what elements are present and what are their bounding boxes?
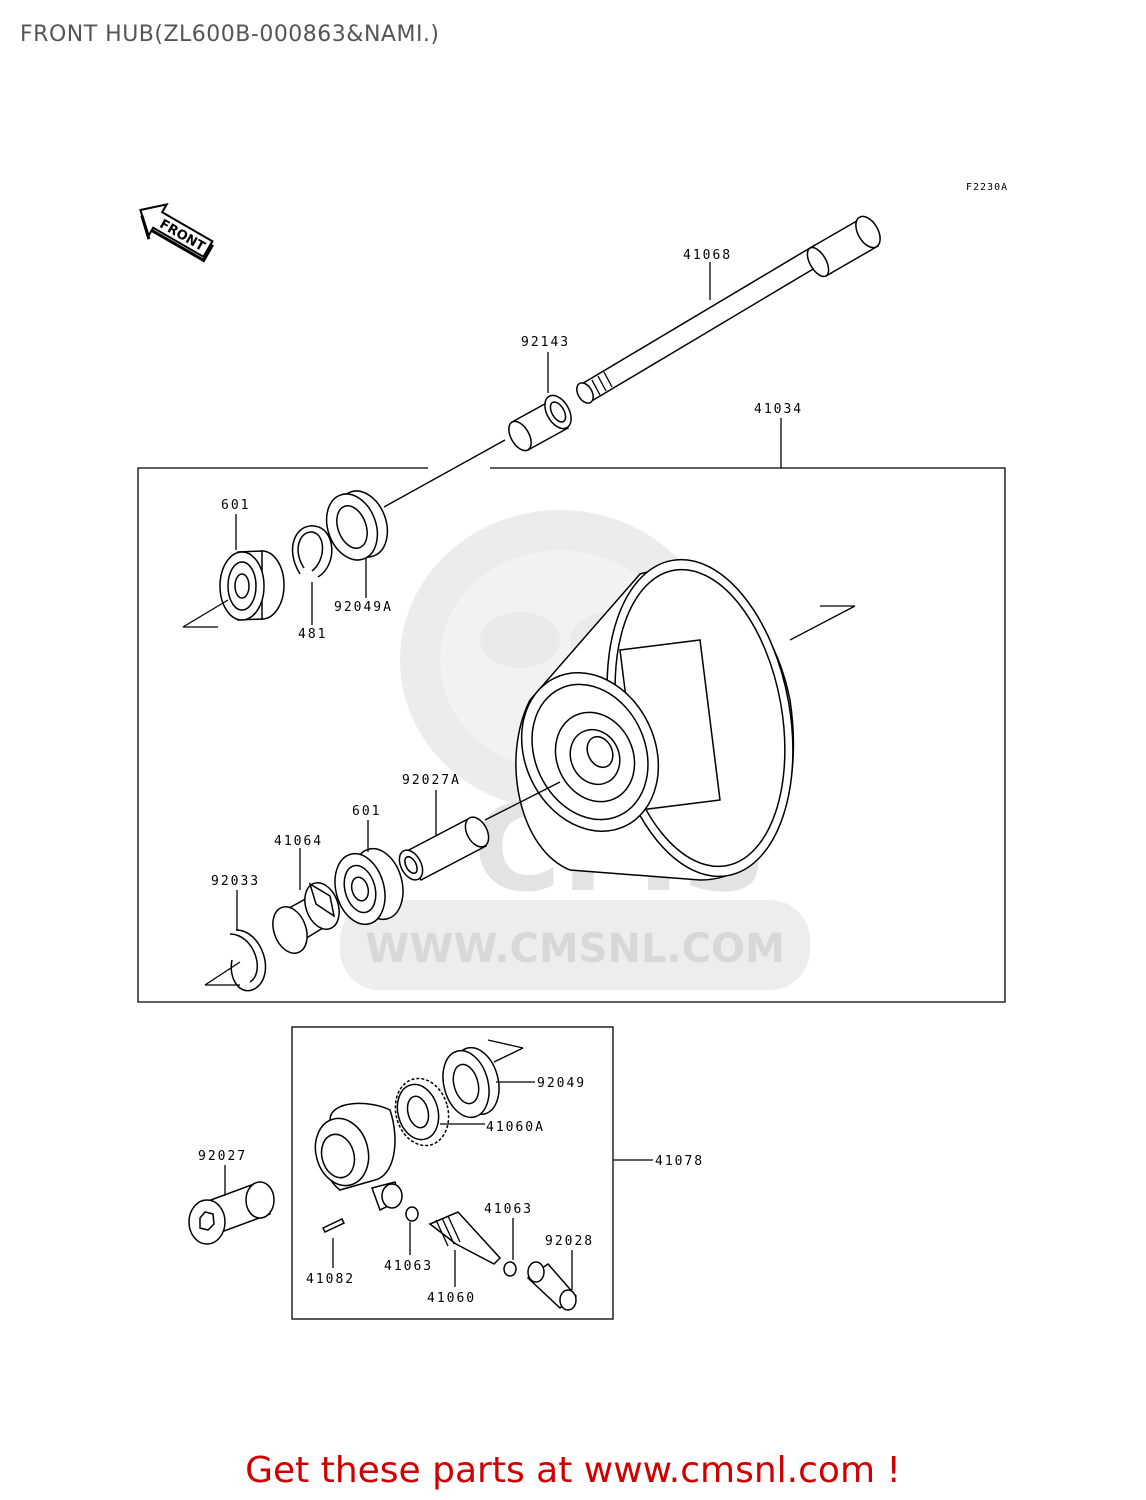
gearbox-frame	[291, 1026, 614, 1320]
label-41078: 41078	[655, 1154, 704, 1169]
label-92028: 92028	[545, 1234, 594, 1249]
pin-41082	[321, 1218, 346, 1233]
cta-link[interactable]: Get these parts at www.cmsnl.com !	[245, 1450, 901, 1491]
pinion-41060	[428, 1211, 502, 1265]
label-601-lower: 601	[352, 804, 381, 819]
speedo-drive-41064	[272, 882, 340, 954]
collar-92143	[508, 394, 572, 452]
label-41068: 41068	[683, 248, 732, 263]
washer-41063-right	[503, 1261, 517, 1277]
watermark-url: WWW.CMSNL.COM	[365, 926, 785, 972]
bearing-601-lower	[334, 847, 404, 926]
label-92033: 92033	[211, 874, 260, 889]
washer-41063-left	[405, 1206, 419, 1222]
front-arrow-icon: FRONT	[139, 202, 214, 263]
label-92143: 92143	[521, 335, 570, 350]
spacer-92027A	[398, 816, 490, 881]
gear-41060A	[394, 1077, 450, 1147]
circlip-481	[291, 525, 333, 578]
label-92049: 92049	[537, 1076, 586, 1091]
label-41082: 41082	[306, 1272, 355, 1287]
bushing-92028	[526, 1261, 578, 1311]
label-41034: 41034	[754, 402, 803, 417]
gearbox-housing	[314, 1102, 403, 1212]
label-601-upper: 601	[221, 498, 250, 513]
label-41060A: 41060A	[486, 1120, 545, 1135]
label-41063-right: 41063	[484, 1202, 533, 1217]
label-481: 481	[298, 627, 327, 642]
spacer-92027	[188, 1181, 275, 1245]
drawing-code: F2230A	[966, 182, 1008, 193]
axle-41068	[576, 215, 881, 404]
label-41064: 41064	[274, 834, 323, 849]
oil-seal-92049A	[325, 490, 389, 561]
label-41063-left: 41063	[384, 1259, 433, 1274]
page-title: FRONT HUB(ZL600B-000863&NAMI.)	[20, 22, 440, 47]
label-41060: 41060	[427, 1291, 476, 1306]
label-92027A: 92027A	[402, 773, 461, 788]
wheel-hub-41034	[515, 558, 795, 881]
oil-seal-92049	[442, 1046, 500, 1119]
bearing-601-upper	[219, 550, 285, 621]
label-92027: 92027	[198, 1149, 247, 1164]
hub-assembly-frame	[137, 467, 1006, 1003]
circlip-92033	[229, 929, 267, 992]
label-92049A: 92049A	[334, 600, 393, 615]
